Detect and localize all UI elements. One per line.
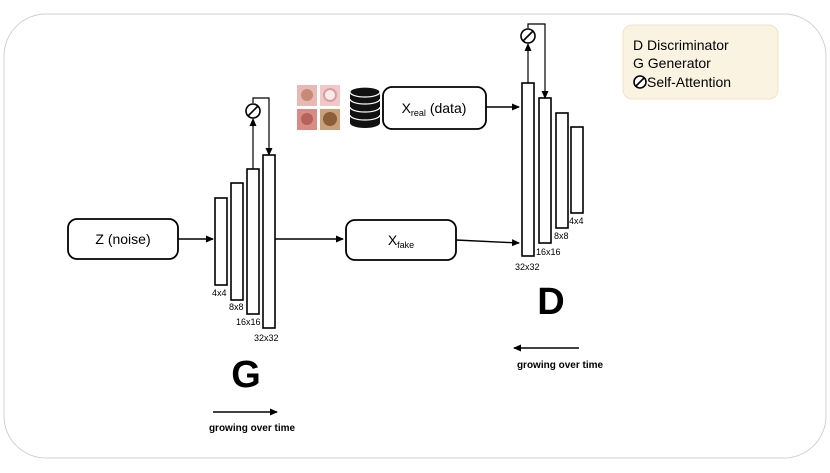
generator-letter: G xyxy=(231,354,261,396)
generator-block-4x4 xyxy=(214,197,228,286)
generator-res-label-0: 4x4 xyxy=(212,288,227,298)
discriminator-blocks xyxy=(521,82,584,257)
generator-res-label-1: 8x8 xyxy=(229,302,244,312)
real-label: Xreal (data) xyxy=(402,100,467,118)
generator-blocks xyxy=(214,154,276,329)
discriminator-self-attention-loop xyxy=(520,23,549,99)
fake-label: Xfake xyxy=(388,232,414,250)
discriminator-block-32x32 xyxy=(521,82,535,257)
legend: D Discriminator G Generator Self-Attenti… xyxy=(622,24,779,100)
generator-block-8x8 xyxy=(230,182,244,301)
self-attention-icon xyxy=(520,28,536,44)
discriminator-letter: D xyxy=(537,281,564,323)
discriminator-growing-label: growing over time xyxy=(517,360,604,371)
discriminator-res-label-1: 16x16 xyxy=(536,247,561,257)
discriminator-res-label-0: 32x32 xyxy=(515,262,540,272)
noise-label: Z (noise) xyxy=(95,231,150,247)
real-image-samples xyxy=(297,85,340,130)
generator-growing-label: growing over time xyxy=(209,423,296,434)
generator-res-label-3: 32x32 xyxy=(254,333,279,343)
generator-block-32x32 xyxy=(262,154,276,329)
noise-input-box: Z (noise) xyxy=(67,218,179,260)
fake-to-discriminator-arrow xyxy=(455,239,520,247)
generator-self-attention-loop xyxy=(245,97,273,169)
fake-sample-box: Xfake xyxy=(345,219,457,261)
legend-generator: G Generator xyxy=(633,55,711,71)
discriminator-res-label-2: 8x8 xyxy=(554,231,569,241)
generator-res-label-2: 16x16 xyxy=(236,317,261,327)
legend-self-attention: Self-Attention xyxy=(647,74,731,90)
discriminator-block-4x4 xyxy=(570,126,584,214)
discriminator-block-16x16 xyxy=(538,97,552,244)
self-attention-icon xyxy=(245,103,261,119)
generator-block-16x16 xyxy=(246,168,260,315)
real-data-box: Xreal (data) xyxy=(382,86,487,130)
self-attention-icon xyxy=(633,75,647,89)
legend-discriminator: D Discriminator xyxy=(633,37,729,53)
legend-box xyxy=(622,24,779,100)
discriminator-res-label-3: 4x4 xyxy=(569,216,584,226)
database-icon xyxy=(349,86,381,128)
discriminator-block-8x8 xyxy=(555,112,569,229)
